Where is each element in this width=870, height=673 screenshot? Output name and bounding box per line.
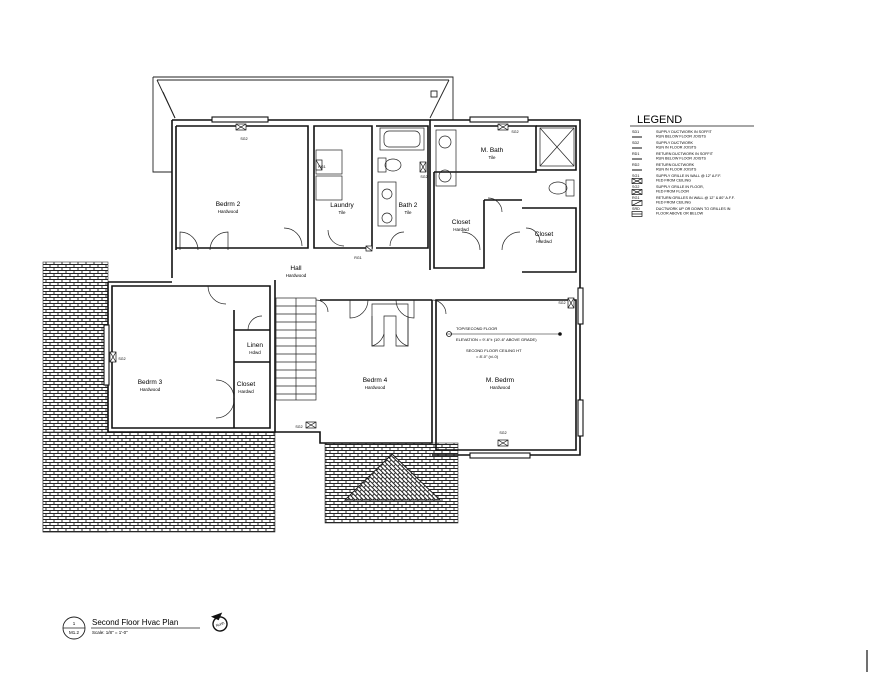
north-label: North	[215, 621, 225, 628]
tag-rg1-laundry: RG1	[318, 165, 325, 169]
elevation-line-1: TOP/SECOND FLOOR	[456, 326, 497, 331]
grilles	[109, 123, 575, 447]
legend-item: SRD DUCTWORK UP OR DOWN TO GRILLES INFLOO…	[631, 207, 731, 217]
tag-sg2-stair: SG2	[295, 425, 302, 429]
legend-description-line-2: FED FROM FLOOR	[656, 190, 689, 194]
legend-description-line-1: RETURN DUCTWORK	[656, 163, 695, 167]
room-closet-b-floor: Hardwd	[536, 239, 552, 244]
room-bath2-floor: Tile	[404, 210, 412, 215]
legend-description-line-1: RETURN DUCTWORK IN SOFFIT	[656, 152, 714, 156]
grille-tags: SG2 RG1 SG2 RG1 SG2 SG2 SG2 SG2 SG2	[118, 130, 565, 435]
legend-description-line-2: RUN BELOW FLOOR JOISTS	[656, 135, 707, 139]
legend-description-line-2: RUN BELOW FLOOR JOISTS	[656, 157, 707, 161]
room-bedrm4-name: Bedrm 4	[363, 377, 388, 384]
tag-sg2-mbedrm-side: SG2	[558, 301, 565, 305]
legend-code: SG1	[632, 174, 639, 178]
room-labels: Bedrm 2 Hardwood Laundry Tile Bath 2 Til…	[138, 147, 554, 394]
tag-sg2-mbath: SG2	[511, 130, 518, 134]
tag-sg2-bedrm3: SG2	[118, 357, 125, 361]
legend-description-line-1: DUCTWORK UP OR DOWN TO GRILLES IN	[656, 207, 731, 211]
legend-description-line-2: FED FROM CEILING	[656, 201, 691, 205]
legend-description-line-2: RUN IN FLOOR JOISTS	[656, 168, 697, 172]
drawing-title: Second Floor Hvac Plan	[92, 618, 178, 627]
room-bedrm3-name: Bedrm 3	[138, 379, 163, 386]
legend-description-line-2: FED FROM CEILING	[656, 179, 691, 183]
room-hall-name: Hall	[290, 265, 302, 272]
legend-code: RD2	[632, 163, 639, 167]
room-bedrm4-floor: Hardwood	[365, 385, 386, 390]
upper-roof	[152, 76, 454, 173]
room-bedrm2-floor: Hardwood	[218, 209, 239, 214]
legend-grille-mark	[631, 178, 643, 184]
walls	[107, 119, 581, 456]
ceiling-height-line-1: SECOND FLOOR CEILING HT	[466, 348, 522, 353]
legend-code: SRD	[632, 207, 640, 211]
room-bedrm2-name: Bedrm 2	[216, 201, 241, 208]
legend-title: LEGEND	[637, 114, 682, 126]
legend-code: SD2	[632, 141, 639, 145]
tag-sg2-mbedrm-bottom: SG2	[499, 431, 506, 435]
room-linen-name: Linen	[247, 342, 263, 349]
legend-description-line-2: FLOOR ABOVE OR BELOW	[656, 212, 704, 216]
ceiling-height-line-2: = 8'-0" (±/-0)	[476, 354, 499, 359]
legend-description-line-1: RETURN GRILLES IN WALL @ 12" & 80" A.F.F…	[656, 196, 735, 200]
room-mbedrm-name: M. Bedrm	[486, 377, 514, 384]
legend-description-line-1: SUPPLY DUCTWORK	[656, 141, 693, 145]
roof-shingles	[42, 261, 459, 533]
title-block: 1 M1.2 Second Floor Hvac Plan Scale: 1/8…	[62, 612, 228, 640]
sheet-number: M1.2	[69, 630, 80, 635]
elevation-line-2: ELEVATION = 9'-6"± (10'-6" ABOVE GRADE)	[456, 337, 537, 342]
room-laundry-name: Laundry	[330, 202, 354, 209]
legend-item: SG1 SUPPLY GRILLE IN WALL @ 12" A.F.F.FED…	[631, 174, 721, 184]
north-arrow-icon: North	[210, 612, 228, 632]
room-bath2-name: Bath 2	[399, 202, 418, 209]
legend-description-line-1: SUPPLY GRILLE IN FLOOR,	[656, 185, 704, 189]
legend-description-line-2: RUN IN FLOOR JOISTS	[656, 146, 697, 150]
room-closet-b-name: Closet	[535, 231, 554, 238]
legend-description-line-1: SUPPLY GRILLE IN WALL @ 12" A.F.F.	[656, 174, 721, 178]
room-mbath-floor: Tile	[488, 155, 496, 160]
tag-sg2-bedrm2: SG2	[240, 137, 247, 141]
legend-grille-mark	[631, 189, 643, 195]
room-bedrm3-floor: Hardwood	[140, 387, 161, 392]
room-mbedrm-floor: Hardwood	[490, 385, 511, 390]
room-closet-c-name: Closet	[237, 381, 256, 388]
legend-item: RG1 RETURN GRILLES IN WALL @ 12" & 80" A.…	[631, 196, 735, 206]
room-closet-a-floor: Hardwd	[453, 227, 469, 232]
drawing-number: 1	[73, 621, 76, 626]
room-laundry-floor: Tile	[338, 210, 346, 215]
room-closet-c-floor: Hardwd	[238, 389, 254, 394]
tag-rg1-hall: RG1	[354, 256, 361, 260]
room-linen-floor: Hdwd	[249, 350, 261, 355]
legend-description-line-1: SUPPLY DUCTWORK IN SOFFIT	[656, 130, 713, 134]
room-closet-a-name: Closet	[452, 219, 471, 226]
room-hall-floor: Hardwood	[286, 273, 307, 278]
elevation-marker: TOP/SECOND FLOOR ELEVATION = 9'-6"± (10'…	[446, 326, 562, 359]
legend-code: RG1	[632, 196, 640, 200]
legend-grille-mark	[631, 200, 643, 206]
drawing-scale: Scale: 1/8" = 1'-0"	[92, 630, 128, 635]
tag-sg2-bath2: SG2	[420, 175, 427, 179]
room-mbath-name: M. Bath	[481, 147, 504, 154]
legend-code: SG2	[632, 185, 639, 189]
legend-code: SD1	[632, 130, 639, 134]
windows	[103, 116, 584, 459]
fixtures	[179, 127, 575, 419]
legend-code: RD1	[632, 152, 639, 156]
legend-item: SG2 SUPPLY GRILLE IN FLOOR,FED FROM FLOOR	[631, 185, 704, 195]
